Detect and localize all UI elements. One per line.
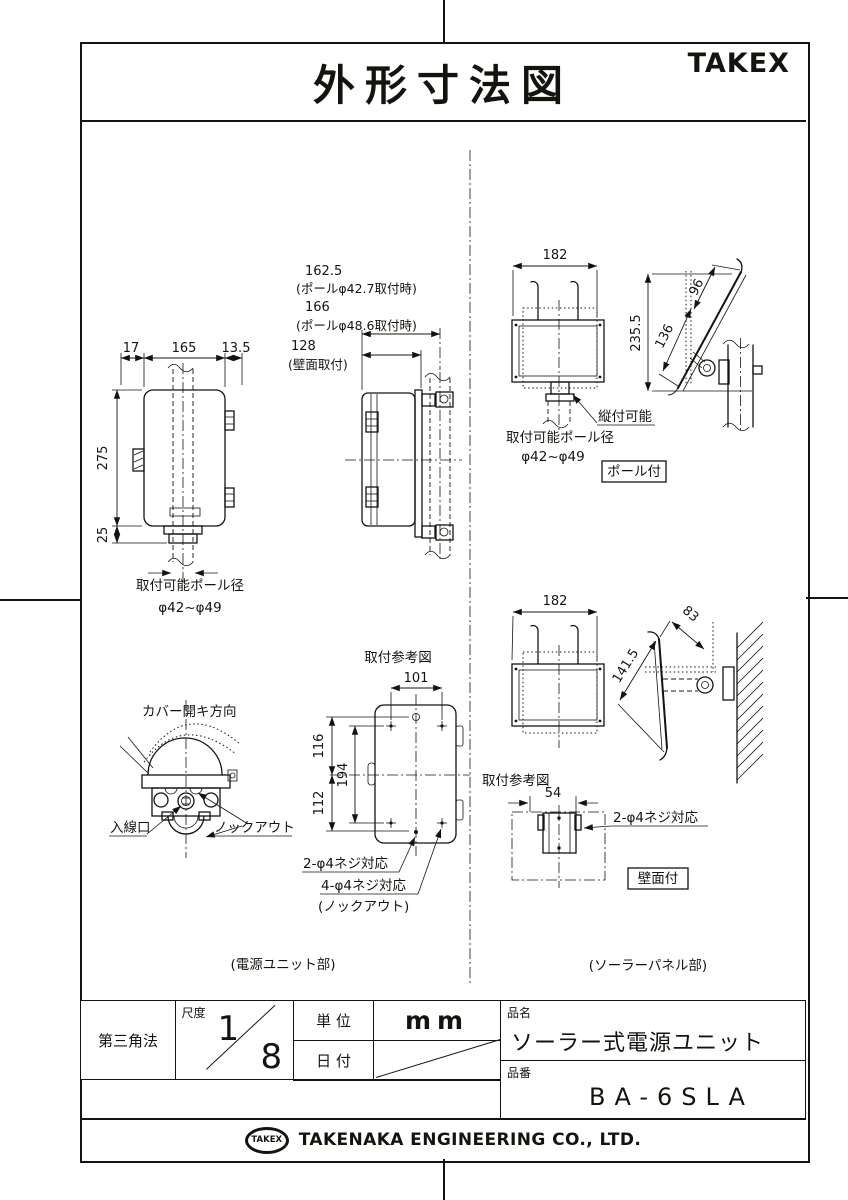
dim-136: 136 xyxy=(653,322,678,351)
screw-4-phi4-label: 4-φ4ネジ対応 xyxy=(321,878,406,894)
takex-wordmark: TAKEX xyxy=(687,48,790,79)
dim-141-5: 141.5 xyxy=(610,646,642,686)
unit-value-cell: mm xyxy=(372,1000,502,1041)
unit-label: 単 位 xyxy=(316,1012,351,1030)
dim-275: 275 xyxy=(96,446,111,471)
solar-panel-pole-front-view: 182 縦付可能 取付可能ポール径 φ42~φ49 ポール付 xyxy=(506,248,667,483)
dim-25: 25 xyxy=(96,527,111,544)
product-name-label: 品名 xyxy=(507,1006,532,1020)
product-number-cell: 品番 BA-6SLA xyxy=(500,1059,806,1119)
takex-logo: TAKEX xyxy=(244,1126,289,1154)
solar-panel-mounting-reference: 取付参考図 54 2-φ4ネジ対応 壁面付 xyxy=(482,772,708,890)
unit-value: mm xyxy=(404,1006,470,1035)
dim-166: 166 xyxy=(305,300,330,315)
dim-101: 101 xyxy=(404,671,429,686)
scale-label: 尺度 xyxy=(181,1006,206,1020)
register-tick-right xyxy=(806,597,848,599)
sp-mounting-ref-title: 取付参考図 xyxy=(482,772,550,789)
takex-logo-text: TAKEX xyxy=(251,1135,283,1145)
dim-182-pole: 182 xyxy=(543,248,568,263)
title-band: 外形寸法図 TAKEX xyxy=(80,42,806,122)
dim-194: 194 xyxy=(336,763,351,788)
power-unit-front-view: 17 165 13.5 xyxy=(96,341,250,616)
scale-denominator: 8 xyxy=(260,1037,283,1077)
dim-165: 165 xyxy=(172,341,197,356)
solar-panel-wall-side-view: 83 141.5 xyxy=(610,603,764,784)
register-tick-left xyxy=(0,599,80,601)
scale-cell: 尺度 1 8 xyxy=(174,1000,295,1080)
unit-label-cell: 単 位 xyxy=(293,1000,374,1041)
projection-cell: 第三角法 xyxy=(80,1000,176,1080)
drawing-frame xyxy=(80,42,810,1163)
inlet-label: 入線口 xyxy=(110,820,151,836)
note-wall-mount: (壁面取付) xyxy=(288,357,348,372)
projection-method: 第三角法 xyxy=(97,1031,158,1050)
knockout-label: ノックアウト xyxy=(214,820,295,836)
note-pole-42-7: (ポールφ42.7取付時) xyxy=(296,281,417,296)
pole-diameter-note-2: φ42~φ49 xyxy=(158,600,221,616)
pole-diameter-note-1: 取付可能ポール径 xyxy=(136,578,244,594)
product-number-label: 品番 xyxy=(507,1065,532,1080)
register-tick-top xyxy=(443,0,445,42)
pole-mount-badge: ポール付 xyxy=(607,464,661,480)
product-number-value: BA-6SLA xyxy=(589,1082,754,1111)
page-title: 外形寸法図 xyxy=(312,61,573,110)
title-block-empty-row xyxy=(80,1078,501,1119)
solar-panel-pole-side-view: 235.5 136 96 xyxy=(629,258,763,433)
pole-diameter-note-right-2: φ42~φ49 xyxy=(521,449,584,465)
solar-panel-wall-front-view: 182 xyxy=(511,594,605,748)
dim-13-5: 13.5 xyxy=(222,341,251,356)
vertical-mount-note: 縦付可能 xyxy=(598,409,652,425)
dim-116: 116 xyxy=(312,734,327,759)
product-name-value: ソーラー式電源ユニット xyxy=(511,1031,765,1056)
company-footer: TAKEX TAKENAKA ENGINEERING CO., LTD. xyxy=(80,1118,806,1160)
power-unit-bottom-view: カバー開キ方向 入線口 xyxy=(109,700,295,858)
power-unit-caption: (電源ユニット部) xyxy=(230,957,335,973)
date-label-cell: 日 付 xyxy=(293,1039,374,1081)
dim-17: 17 xyxy=(123,341,140,356)
product-name-cell: 品名 ソーラー式電源ユニット xyxy=(500,1000,806,1061)
pole-diameter-note-right-1: 取付可能ポール径 xyxy=(506,430,614,446)
date-label: 日 付 xyxy=(316,1051,351,1070)
mounting-ref-title: 取付参考図 xyxy=(364,649,432,666)
solar-panel-caption: (ソーラーパネル部) xyxy=(589,958,707,974)
dim-112: 112 xyxy=(312,791,327,816)
dim-128: 128 xyxy=(291,339,316,354)
screw-4-knockout-note: (ノックアウト) xyxy=(318,899,409,915)
power-unit-mounting-reference: 取付参考図 101 xyxy=(302,649,470,915)
register-tick-bottom xyxy=(443,1159,445,1200)
dim-182-wall: 182 xyxy=(543,594,568,609)
screw-2-phi4-label: 2-φ4ネジ対応 xyxy=(303,856,388,872)
date-value-cell xyxy=(372,1037,503,1081)
power-unit-side-view: 162.5 (ポールφ42.7取付時) 166 (ポールφ48.6取付時) 12… xyxy=(288,264,462,562)
note-pole-48-6: (ポールφ48.6取付時) xyxy=(296,318,417,333)
cover-open-label: カバー開キ方向 xyxy=(142,704,237,720)
wall-mount-badge: 壁面付 xyxy=(638,871,679,887)
dim-235-5: 235.5 xyxy=(629,314,644,351)
sp-screw-2-phi4-label: 2-φ4ネジ対応 xyxy=(613,810,698,826)
dim-54: 54 xyxy=(545,786,562,801)
dim-162-5: 162.5 xyxy=(305,264,342,279)
scale-numerator: 1 xyxy=(217,1009,240,1049)
dimension-drawing-canvas: .ln{stroke:#14140f;stroke-width:1.3;fill… xyxy=(96,150,764,985)
date-blank-slash xyxy=(375,1037,503,1078)
company-name: TAKENAKA ENGINEERING CO., LTD. xyxy=(298,1130,642,1150)
dim-96: 96 xyxy=(686,277,707,299)
dim-83: 83 xyxy=(679,603,701,625)
